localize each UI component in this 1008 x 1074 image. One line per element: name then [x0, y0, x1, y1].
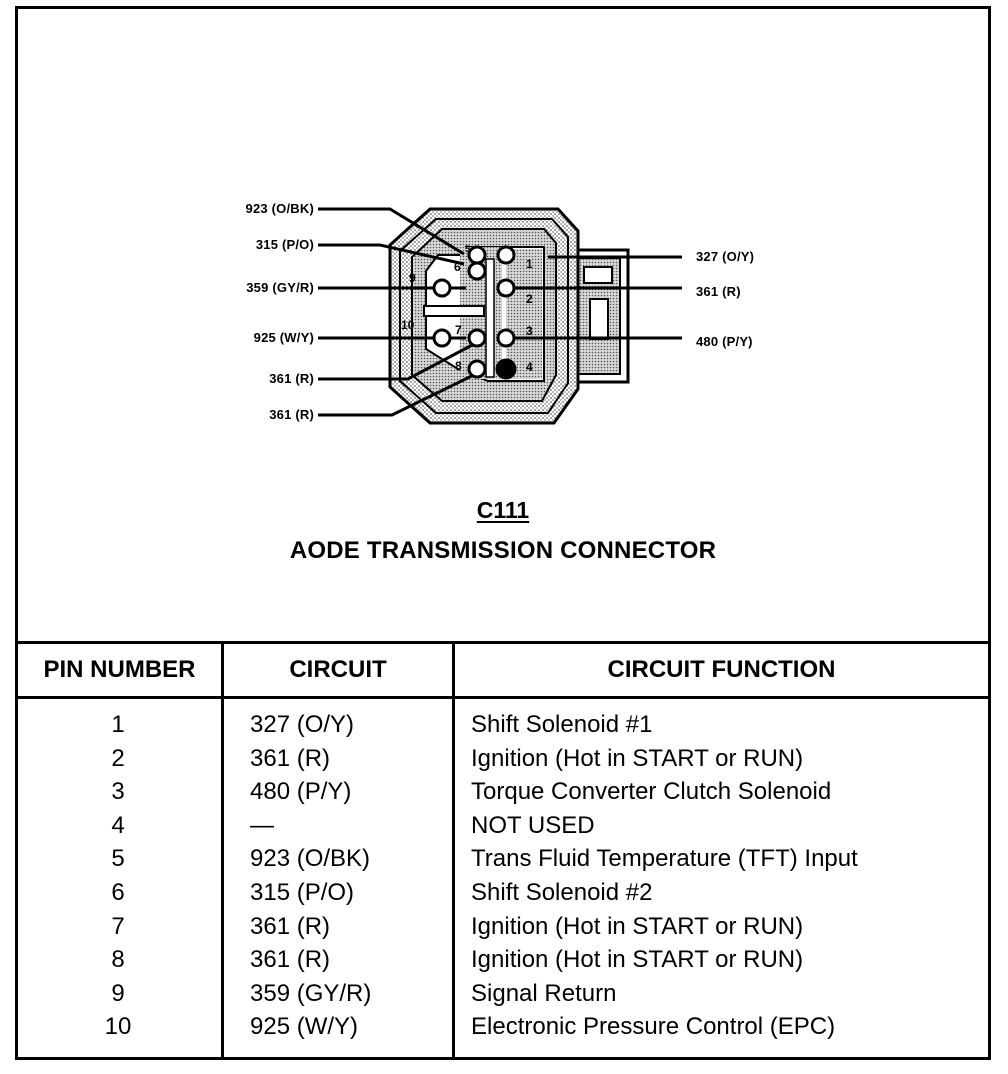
cell-function: Ignition (Hot in START or RUN)	[471, 744, 804, 772]
connector-latch	[564, 248, 630, 384]
cell-function: Shift Solenoid #2	[471, 878, 653, 906]
wire-label-359: 359 (GY/R)	[246, 280, 314, 295]
cell-circuit: 315 (P/O)	[250, 878, 355, 906]
table-row: 10 925 (W/Y) Electronic Pressure Control (…	[18, 1010, 988, 1044]
wire-label-327: 327 (O/Y)	[696, 249, 755, 264]
cell-circuit: 361 (R)	[250, 912, 331, 940]
cell-function: Ignition (Hot in START or RUN)	[471, 946, 804, 974]
table-row: 4 — NOT USED	[18, 809, 988, 843]
cell-pin: 3	[111, 778, 125, 806]
cell-circuit: 327 (O/Y)	[250, 711, 355, 738]
table-row: 6 315 (P/O) Shift Solenoid #2	[18, 876, 988, 910]
wire-label-361-c: 361 (R)	[696, 284, 741, 299]
connector-id: C111	[18, 497, 988, 524]
cell-circuit: 359 (GY/R)	[250, 979, 372, 1007]
connector-body	[388, 207, 580, 425]
connector-title: AODE TRANSMISSION CONNECTOR	[289, 537, 717, 564]
pin-label-7: 7	[455, 323, 462, 337]
pin-cavities	[432, 245, 517, 380]
pin-4	[495, 358, 517, 380]
cell-circuit: 923 (O/BK)	[250, 845, 371, 873]
wire-label-361-b: 361 (R)	[269, 407, 314, 422]
wire-label-923: 923 (O/BK)	[245, 201, 314, 216]
cell-pin: 10	[104, 1013, 132, 1041]
header-pin-number: PIN NUMBER	[43, 656, 196, 683]
cell-pin: 4	[111, 811, 125, 839]
connector-drawing: 1 2 3 4 5 6 7 8 9 10	[318, 207, 682, 425]
pin-label-9: 9	[409, 271, 416, 285]
column-divider-2	[452, 644, 455, 1057]
cell-function: Torque Converter Clutch Solenoid	[471, 778, 832, 806]
cell-pin: 8	[111, 946, 125, 974]
cell-circuit: 925 (W/Y)	[250, 1013, 359, 1041]
connector-id-text: C111	[476, 497, 530, 523]
table-row: 1 327 (O/Y) Shift Solenoid #1	[18, 708, 988, 742]
pin-10	[432, 328, 452, 348]
cell-pin: 6	[111, 878, 125, 906]
column-divider-1	[221, 644, 224, 1057]
pin-3	[496, 328, 516, 348]
table-row: 3 480 (P/Y) Torque Converter Clutch Soleno…	[18, 775, 988, 809]
pin-6	[467, 261, 487, 281]
cell-function: Electronic Pressure Control (EPC)	[471, 1013, 836, 1041]
pin-label-4: 4	[526, 360, 533, 374]
cell-function: Shift Solenoid #1	[471, 711, 653, 738]
pin-2	[496, 278, 516, 298]
table-row: 9 359 (GY/R) Signal Return	[18, 977, 988, 1011]
pin-label-5: 5	[465, 244, 470, 254]
cell-pin: 9	[111, 979, 125, 1007]
table-row: 2 361 (R) Ignition (Hot in START or RUN)	[18, 742, 988, 776]
cell-circuit: 361 (R)	[250, 744, 331, 772]
pin-7	[467, 328, 487, 348]
cell-pin: 2	[111, 744, 125, 772]
cell-circuit: 361 (R)	[250, 946, 331, 974]
pin-5	[467, 245, 487, 265]
table-row: 7 361 (R) Ignition (Hot in START or RUN)	[18, 910, 988, 944]
pin-label-1: 1	[526, 257, 533, 271]
wire-label-315: 315 (P/O)	[255, 237, 314, 252]
cell-pin: 5	[111, 845, 125, 873]
cell-function: NOT USED	[471, 811, 595, 839]
cell-function: Ignition (Hot in START or RUN)	[471, 912, 804, 940]
section-divider	[18, 641, 988, 644]
pin-8	[467, 359, 487, 379]
pin-number-labels: 1 2 3 4 5 6 7 8 9 10	[401, 244, 533, 374]
pin-9	[432, 278, 452, 298]
pin-label-6: 6	[454, 260, 461, 274]
cell-pin: 7	[111, 912, 125, 940]
pin-label-10: 10	[401, 318, 415, 332]
table-row: 8 361 (R) Ignition (Hot in START or RUN)	[18, 943, 988, 977]
cell-function: Trans Fluid Temperature (TFT) Input	[471, 845, 858, 873]
cell-pin: 1	[111, 711, 125, 738]
document-frame: 1 2 3 4 5 6 7 8 9 10 923 (O/BK) 315 (P/O…	[15, 6, 991, 1060]
cell-circuit: 480 (P/Y)	[250, 778, 352, 806]
pin-label-8: 8	[455, 359, 462, 373]
connector-diagram: 1 2 3 4 5 6 7 8 9 10 923 (O/BK) 315 (P/O…	[18, 9, 988, 644]
header-circuit-function: CIRCUIT FUNCTION	[607, 656, 836, 683]
table-row: 5 923 (O/BK) Trans Fluid Temperature (TFT)…	[18, 842, 988, 876]
pin-label-2: 2	[526, 292, 533, 306]
wire-label-925: 925 (W/Y)	[253, 330, 314, 345]
header-divider	[18, 696, 988, 699]
cell-function: Signal Return	[471, 979, 617, 1007]
cell-circuit: —	[250, 811, 274, 839]
wire-label-361-a: 361 (R)	[269, 371, 314, 386]
wire-label-480: 480 (P/Y)	[696, 334, 753, 349]
pin-1	[496, 245, 516, 265]
header-circuit: CIRCUIT	[289, 656, 387, 683]
table-body: 1 327 (O/Y) Shift Solenoid #1 2 361 (R) Ignit…	[18, 708, 988, 1044]
pin-label-3: 3	[526, 324, 533, 338]
